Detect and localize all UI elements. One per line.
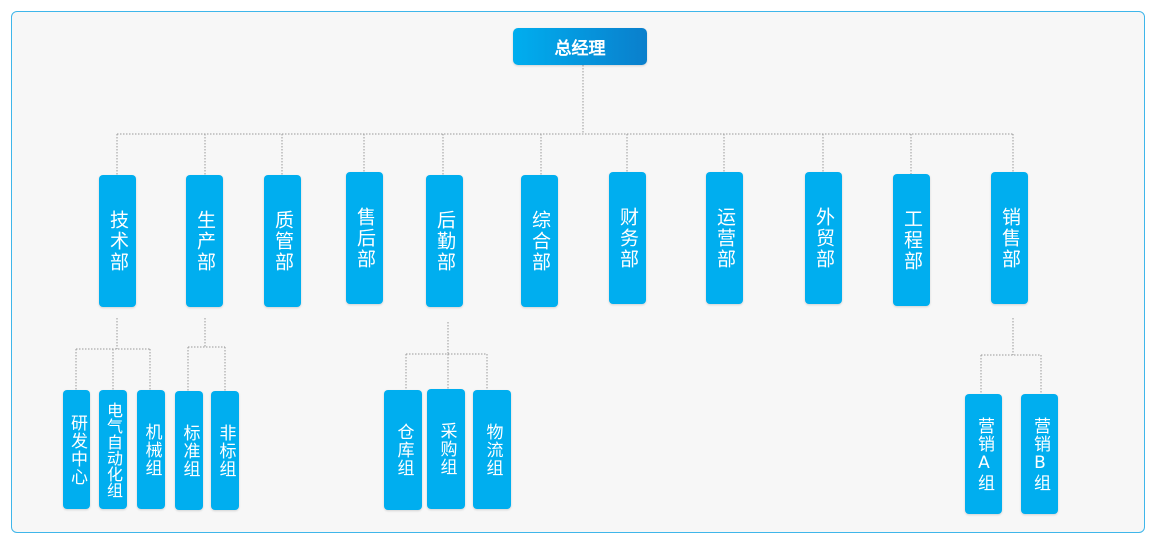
node-group-warehouse[interactable]: 仓库组: [384, 390, 422, 510]
node-dept-general-label: 综合部: [529, 209, 551, 273]
node-group-nonstandard[interactable]: 非标组: [211, 391, 239, 510]
node-dept-engineering[interactable]: 工程部: [893, 174, 930, 306]
node-dept-sales[interactable]: 销售部: [991, 172, 1028, 304]
node-dept-engineering-label: 工程部: [901, 208, 923, 272]
node-group-marketing-b-label: 营销B组: [1030, 416, 1050, 492]
node-group-warehouse-label: 仓库组: [393, 423, 414, 477]
node-group-logistics[interactable]: 物流组: [473, 390, 511, 509]
node-dept-aftersales[interactable]: 售后部: [346, 172, 383, 304]
node-dept-operations[interactable]: 运营部: [706, 172, 743, 304]
node-group-rnd-center[interactable]: 研发中心: [63, 390, 90, 509]
node-dept-quality[interactable]: 质管部: [264, 175, 301, 307]
node-dept-operations-label: 运营部: [714, 206, 736, 270]
node-dept-tech-label: 技术部: [107, 209, 129, 273]
node-group-purchasing[interactable]: 采购组: [427, 389, 465, 509]
node-group-marketing-a-label: 营销A组: [974, 416, 994, 492]
node-dept-general[interactable]: 综合部: [521, 175, 558, 307]
node-group-electrical-automation-label: 电气自动化组: [104, 401, 123, 498]
node-group-standard[interactable]: 标准组: [175, 391, 203, 510]
node-group-standard-label: 标准组: [179, 423, 200, 478]
node-dept-quality-label: 质管部: [272, 209, 294, 273]
node-dept-aftersales-label: 售后部: [354, 206, 376, 270]
node-group-mechanical[interactable]: 机械组: [137, 390, 165, 509]
node-group-purchasing-label: 采购组: [436, 422, 457, 476]
node-dept-finance[interactable]: 财务部: [609, 172, 646, 304]
node-group-rnd-center-label: 研发中心: [67, 413, 87, 486]
node-dept-production-label: 生产部: [194, 209, 216, 273]
node-dept-tech[interactable]: 技术部: [99, 175, 136, 307]
node-dept-foreign-trade[interactable]: 外贸部: [805, 172, 842, 304]
node-dept-sales-label: 销售部: [999, 206, 1021, 270]
node-dept-logistics[interactable]: 后勤部: [426, 175, 463, 307]
node-dept-production[interactable]: 生产部: [186, 175, 223, 307]
node-dept-finance-label: 财务部: [617, 206, 639, 270]
node-general-manager[interactable]: 总经理: [513, 28, 647, 65]
node-group-marketing-b[interactable]: 营销B组: [1021, 394, 1058, 514]
node-group-mechanical-label: 机械组: [141, 422, 162, 477]
node-dept-foreign-trade-label: 外贸部: [813, 206, 835, 270]
node-group-logistics-label: 物流组: [482, 422, 503, 477]
node-dept-logistics-label: 后勤部: [434, 209, 456, 273]
node-group-electrical-automation[interactable]: 电气自动化组: [99, 390, 127, 509]
node-general-manager-label: 总经理: [554, 39, 606, 59]
node-group-marketing-a[interactable]: 营销A组: [965, 394, 1002, 514]
node-group-nonstandard-label: 非标组: [215, 423, 236, 478]
